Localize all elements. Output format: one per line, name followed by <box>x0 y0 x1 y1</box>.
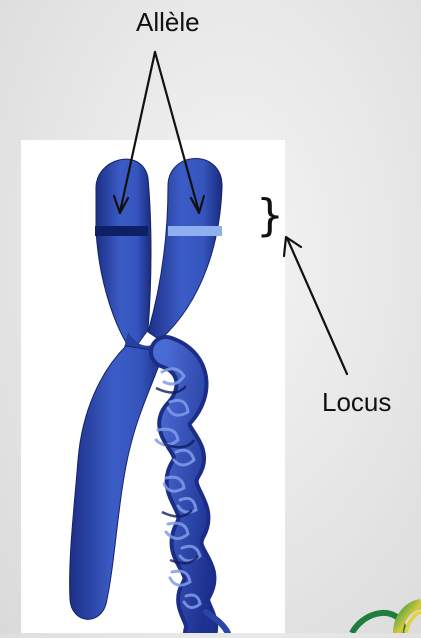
photo-panel <box>21 140 285 633</box>
partial-helix-decoration <box>352 604 421 633</box>
locus-arrow <box>284 237 347 374</box>
allele-label: Allèle <box>136 9 200 35</box>
locus-brace: } <box>256 194 284 238</box>
allele-band-left <box>95 226 148 236</box>
allele-band-right <box>168 226 222 236</box>
locus-label: Locus <box>322 389 391 415</box>
